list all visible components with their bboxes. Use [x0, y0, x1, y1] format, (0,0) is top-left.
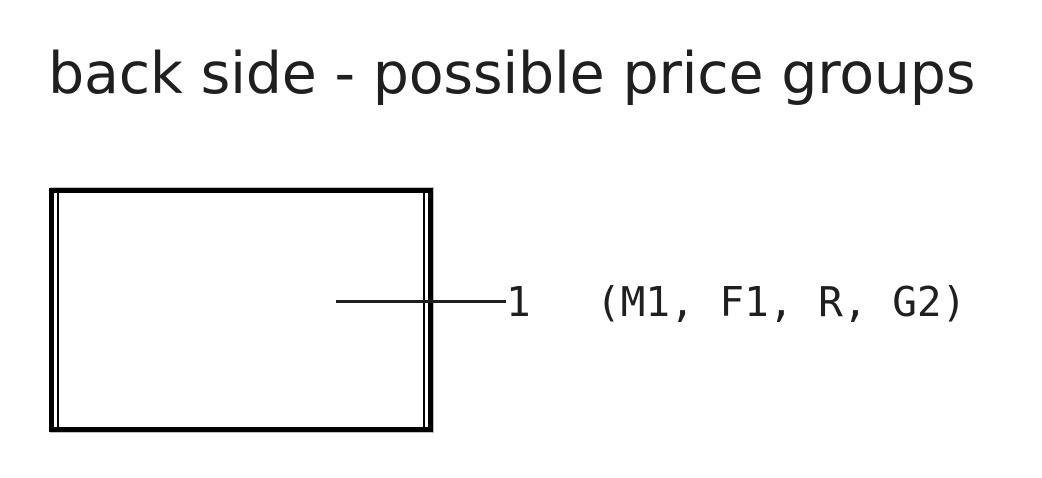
callout-number-label: 1 [506, 278, 531, 326]
page-title: back side - possible price groups [48, 41, 976, 107]
callout-price-groups-label: (M1, F1, R, G2) [596, 278, 967, 326]
panel-edge-bottom [49, 427, 433, 432]
panel-edge-left [49, 188, 54, 432]
panel-hairline-right [433, 188, 434, 432]
panel-inner-line-left [57, 191, 59, 429]
panel-inner-line-right [423, 191, 425, 429]
panel-edge-top [49, 188, 433, 193]
callout-leader-line [336, 300, 506, 303]
panel-hairline-bottom [50, 432, 434, 433]
panel-face [59, 193, 423, 427]
panel-hairline-top [50, 187, 434, 188]
panel-rectangle [49, 187, 434, 433]
panel-edge-right [428, 188, 433, 432]
